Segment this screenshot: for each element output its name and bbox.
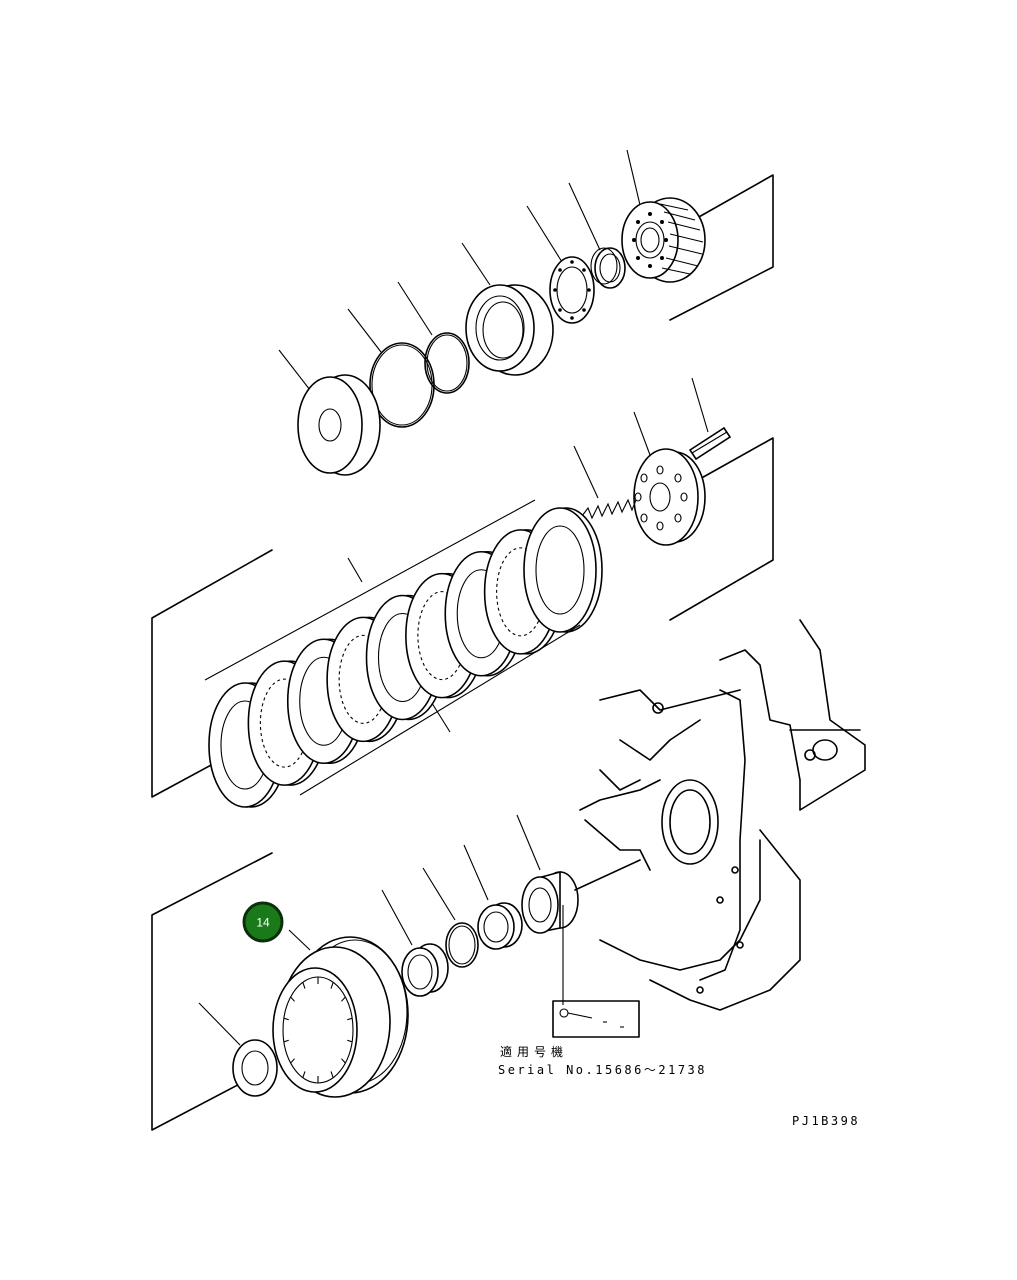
lower-group-bracket [151, 852, 273, 1131]
disc-pack-brackets [204, 499, 581, 796]
drum-spline [347, 1039, 353, 1043]
drum-spline [330, 1071, 334, 1078]
thrust-plate [297, 374, 381, 476]
snap-ring-lower [445, 922, 479, 968]
leader-lines-upper [278, 149, 641, 391]
flange-plate [549, 256, 595, 324]
thrust-washer-lower [232, 1039, 278, 1097]
callout-marker[interactable]: 14 [242, 901, 284, 943]
transmission-housing [574, 619, 866, 1011]
piston [465, 284, 554, 376]
serial-note-box [552, 905, 640, 1038]
drum-spline [302, 1071, 306, 1078]
bolt [688, 426, 732, 461]
applicable-serial-label: 適用号機 [500, 1044, 568, 1059]
clutch-disc-pack [208, 507, 603, 808]
leader-lines-lower [198, 814, 541, 1046]
retainer-plate [633, 448, 706, 546]
drum-spline [290, 996, 295, 1002]
o-rings [369, 332, 470, 428]
ring-lower-1 [477, 902, 523, 950]
drum-spline [302, 982, 306, 989]
serial-number-range: Serial No.15686～21738 [498, 1063, 707, 1077]
drum-spline [341, 996, 346, 1002]
spring [581, 498, 637, 520]
drum-spline [330, 982, 334, 989]
drum-spline [347, 1017, 353, 1021]
bushing-small [590, 247, 626, 289]
drum-spline [283, 1039, 289, 1043]
upper-group-bracket [669, 174, 774, 321]
clutch-drum [272, 936, 409, 1098]
drum-spline [341, 1058, 346, 1064]
clutch-disc [523, 507, 603, 633]
middle-group-bracket [151, 437, 774, 798]
gear-hub [621, 197, 706, 283]
drum-spline [283, 1017, 289, 1021]
drawing-code: PJ1B398 [792, 1114, 860, 1128]
drum-spline [290, 1058, 295, 1064]
leader-lines-middle [347, 377, 709, 733]
needle-bearing [521, 870, 579, 934]
callout-number: 14 [256, 916, 270, 930]
bushing-lower [401, 943, 449, 997]
